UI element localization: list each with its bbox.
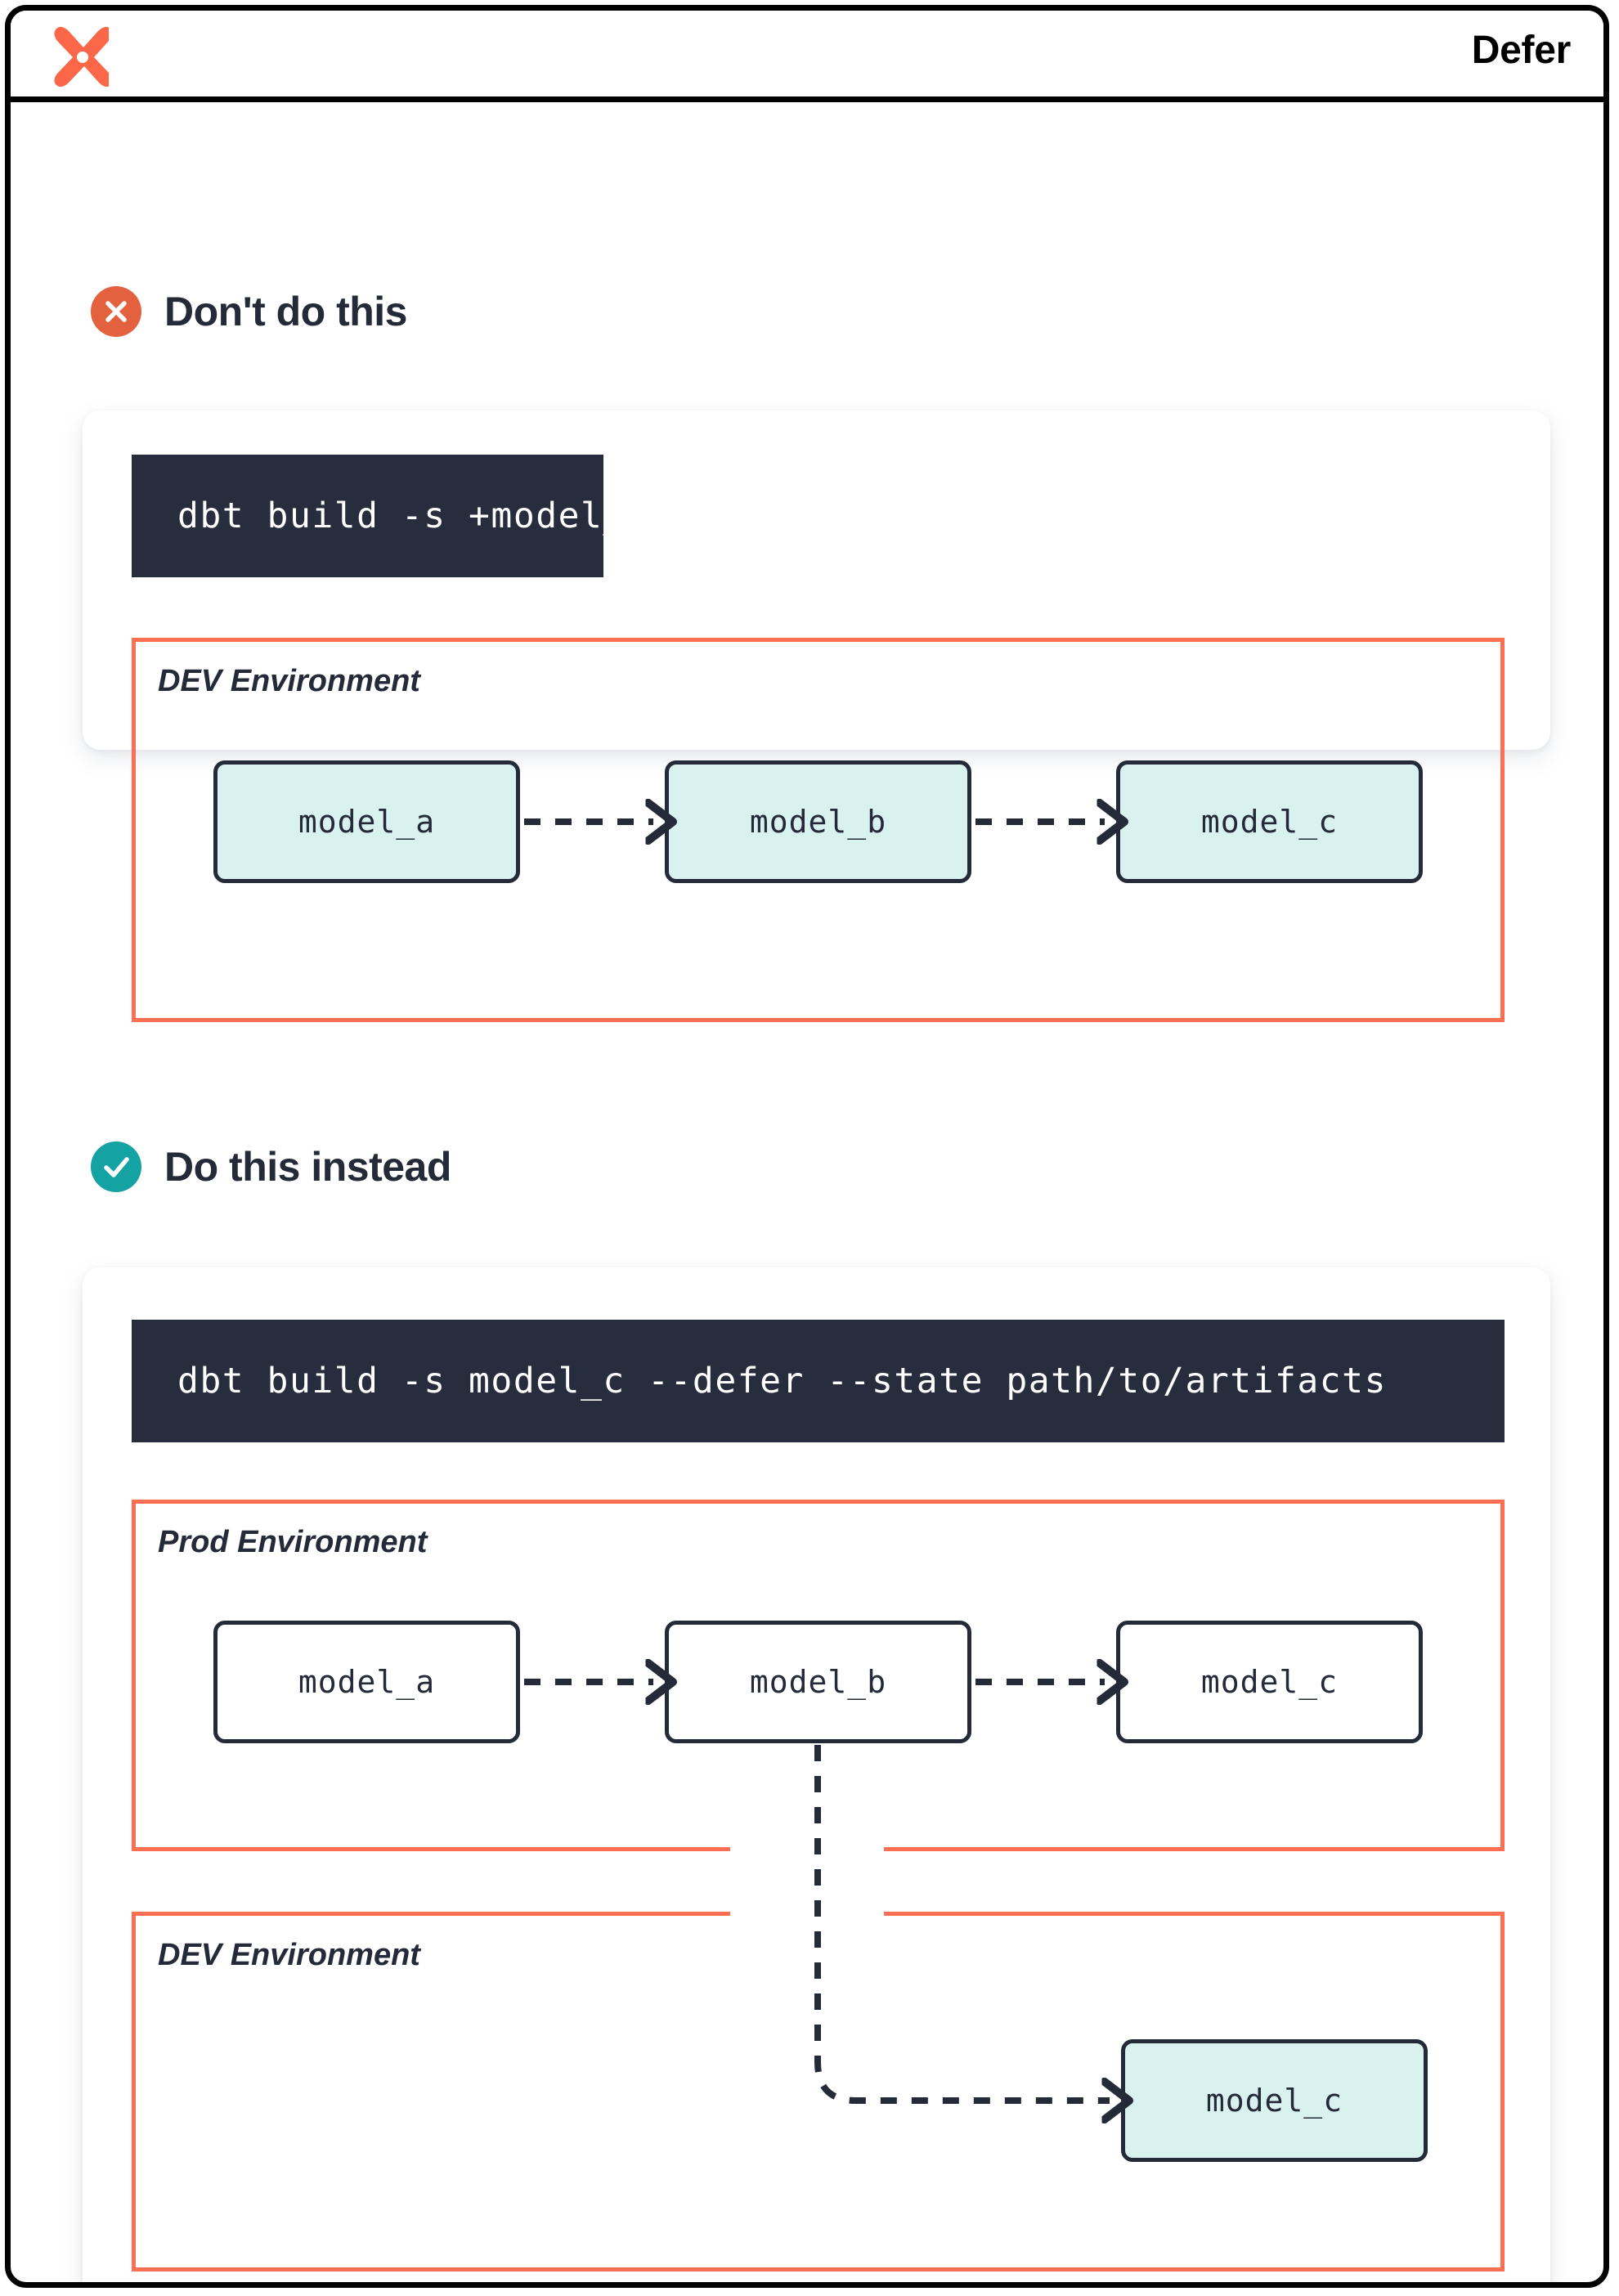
env-label-prod: Prod Environment [158,1525,428,1559]
model-node-a-prod[interactable]: model_a [213,1621,520,1743]
env-border-gap-top [730,1845,884,1858]
env-border-gap-bottom [730,1905,884,1918]
env-box-dev-1 [132,638,1505,1022]
page-content: Don't do this dbt build -s +model_c DEV … [11,108,1603,2282]
model-node-c-dev2[interactable]: model_c [1121,2039,1428,2162]
section-title-dont: Don't do this [164,289,408,334]
env-label-dev-1: DEV Environment [158,664,420,698]
dbt-logo-icon [48,24,113,87]
model-node-b-prod[interactable]: model_b [665,1621,971,1743]
model-node-a-dev1[interactable]: model_a [213,760,520,883]
code-block-dont: dbt build -s +model_c [132,455,647,577]
env-label-dev-2: DEV Environment [158,1938,420,1972]
section-title-do: Do this instead [164,1144,451,1190]
page-frame: Defer Don't do this dbt build -s +model_… [5,5,1609,2288]
section-header-dont: Don't do this [91,286,408,337]
circle-check-icon [91,1141,141,1192]
model-node-c-dev1[interactable]: model_c [1116,760,1423,883]
section-header-do: Do this instead [91,1141,451,1192]
model-node-c-prod[interactable]: model_c [1116,1621,1423,1743]
page-header: Defer [11,11,1603,102]
code-block-do: dbt build -s model_c --defer --state pat… [132,1320,1505,1442]
model-node-b-dev1[interactable]: model_b [665,760,971,883]
circle-x-icon [91,286,141,337]
page-title: Defer [1471,29,1572,72]
